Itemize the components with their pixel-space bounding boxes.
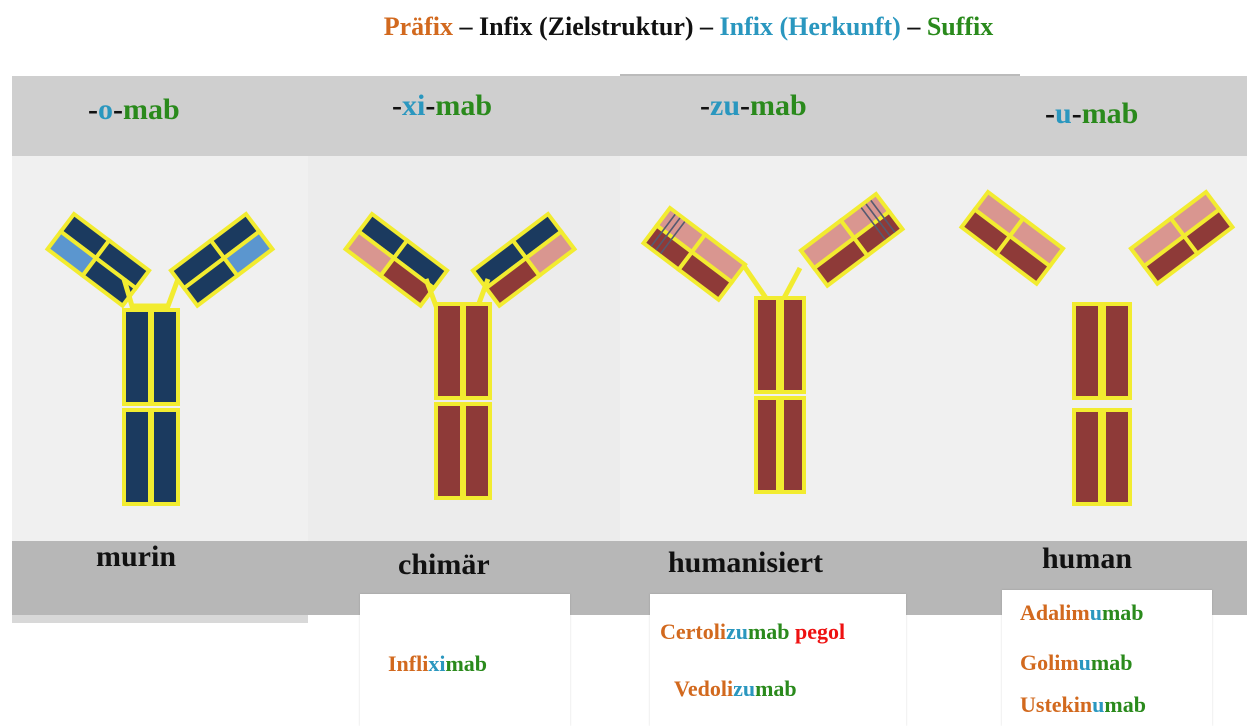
example-segment-suffix: mab	[1091, 650, 1133, 675]
stem-segment-target: -	[1072, 97, 1082, 130]
example-segment-origin: u	[1092, 692, 1104, 717]
example-golimumab: Golimumab	[1020, 650, 1132, 676]
stem-segment-origin: u	[1055, 97, 1072, 130]
stem-segment-target: -	[740, 89, 750, 122]
legend-segment-suffix: Suffix	[927, 12, 993, 41]
stem-chimeric: -xi-mab	[392, 89, 492, 123]
fc-stem	[124, 310, 178, 504]
stem-segment-target: -	[88, 93, 98, 126]
stem-human: -u-mab	[1045, 97, 1138, 131]
stem-segment-target: -	[700, 89, 710, 122]
example-infliximab: Infliximab	[388, 651, 487, 677]
example-adalimumab: Adalimumab	[1020, 600, 1144, 626]
example-vedolizumab: Vedolizumab	[674, 676, 797, 702]
fab-left-arm	[644, 208, 746, 300]
example-segment-prefix: Ustekin	[1020, 692, 1092, 717]
fab-left-arm	[962, 192, 1064, 284]
example-segment-suffix: mab	[748, 619, 790, 644]
example-segment-origin: u	[1090, 600, 1102, 625]
antibody-chimeric	[308, 156, 620, 541]
stem-segment-suffix: mab	[435, 89, 492, 122]
example-segment-prefix: Vedoli	[674, 676, 733, 701]
example-segment-extra: pegol	[790, 619, 846, 644]
legend-segment-origin: Infix (Herkunft)	[720, 12, 901, 41]
example-segment-suffix: mab	[445, 651, 487, 676]
example-segment-origin: zu	[733, 676, 755, 701]
fc-stem	[756, 298, 804, 492]
stem-segment-suffix: mab	[123, 93, 180, 126]
example-ustekinumab: Ustekinumab	[1020, 692, 1146, 718]
example-segment-origin: zu	[726, 619, 748, 644]
stem-segment-target: -	[1045, 97, 1055, 130]
category-chimeric: chimär	[398, 548, 490, 582]
category-band-shadow	[12, 615, 308, 623]
example-segment-prefix: Adalim	[1020, 600, 1090, 625]
category-murine: murin	[96, 540, 176, 574]
legend-segment-target: –	[901, 12, 927, 41]
divider-line	[620, 74, 1020, 76]
fab-right-arm	[801, 194, 903, 286]
fab-right-arm	[1131, 192, 1233, 284]
legend-segment-target: Infix (Zielstruktur)	[479, 12, 694, 41]
example-certolizumab-pegol: Certolizumab pegol	[660, 619, 845, 645]
legend-segment-target: –	[453, 12, 479, 41]
stem-segment-origin: xi	[402, 89, 425, 122]
stem-segment-suffix: mab	[750, 89, 807, 122]
antibody-murine	[12, 156, 308, 541]
stem-segment-origin: zu	[710, 89, 740, 122]
naming-scheme-legend: Präfix – Infix (Zielstruktur) – Infix (H…	[0, 12, 1247, 42]
category-humanized: humanisiert	[668, 546, 823, 580]
stem-humanized: -zu-mab	[700, 89, 807, 123]
stem-segment-target: -	[425, 89, 435, 122]
fc-stem	[436, 304, 490, 498]
legend-segment-prefix: Präfix	[384, 12, 453, 41]
fab-left-arm	[48, 214, 150, 306]
antibody-human	[922, 156, 1247, 541]
stem-murine: -o-mab	[88, 93, 180, 127]
fc-stem	[1074, 304, 1130, 504]
example-segment-origin: xi	[428, 651, 445, 676]
category-human: human	[1042, 542, 1132, 576]
stem-segment-target: -	[392, 89, 402, 122]
legend-segment-target: –	[694, 12, 720, 41]
examples-humanized	[650, 594, 906, 726]
example-segment-suffix: mab	[755, 676, 797, 701]
stem-segment-origin: o	[98, 93, 113, 126]
example-segment-suffix: mab	[1102, 600, 1144, 625]
antibody-humanized	[620, 156, 922, 541]
fab-right-arm	[171, 214, 273, 306]
stem-segment-target: -	[113, 93, 123, 126]
example-segment-origin: u	[1079, 650, 1091, 675]
example-segment-suffix: mab	[1104, 692, 1146, 717]
stem-segment-suffix: mab	[1082, 97, 1139, 130]
hinge	[744, 266, 800, 298]
example-segment-prefix: Golim	[1020, 650, 1079, 675]
fab-right-arm	[473, 214, 575, 306]
example-segment-prefix: Infli	[388, 651, 428, 676]
example-segment-prefix: Certoli	[660, 619, 726, 644]
